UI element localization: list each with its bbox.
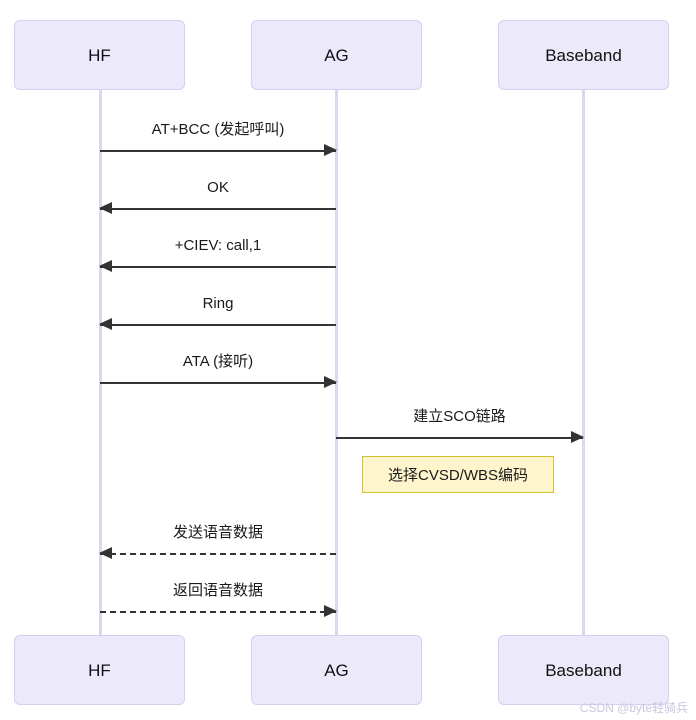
lifeline-hf — [99, 90, 102, 635]
arrow-head-right-icon — [324, 605, 337, 617]
message-line-at-bcc — [100, 150, 336, 152]
participant-label-hf-top: HF — [88, 45, 111, 65]
note-codec-selection[interactable]: 选择CVSD/WBS编码 — [362, 456, 554, 493]
message-line-ring — [100, 324, 336, 326]
participant-box-ag-bottom[interactable]: AG — [251, 635, 422, 705]
watermark: CSDN @byte轻骑兵 — [579, 701, 688, 715]
message-line-ok — [100, 208, 336, 210]
message-send-voice-data[interactable]: 发送语音数据 — [99, 522, 336, 566]
lifeline-baseband — [582, 90, 585, 635]
arrow-head-right-icon — [571, 431, 584, 443]
message-line-return-voice-data — [100, 611, 336, 613]
arrow-head-left-icon — [99, 547, 112, 559]
message-label-send-voice-data: 发送语音数据 — [172, 524, 263, 541]
message-at-bcc[interactable]: AT+BCC (发起呼叫) — [100, 119, 337, 163]
participant-label-ag-top: AG — [324, 45, 349, 65]
arrow-head-left-icon — [99, 318, 112, 330]
message-establish-sco[interactable]: 建立SCO链路 — [336, 406, 584, 450]
message-line-ciev-call — [100, 266, 336, 268]
participant-label-ag-bottom: AG — [324, 660, 349, 680]
message-line-establish-sco — [336, 437, 583, 439]
message-line-ata — [100, 382, 336, 384]
note-label-codec-selection: 选择CVSD/WBS编码 — [387, 467, 528, 484]
message-label-establish-sco: 建立SCO链路 — [413, 408, 506, 425]
message-return-voice-data[interactable]: 返回语音数据 — [100, 580, 337, 624]
arrow-head-right-icon — [324, 144, 337, 156]
participant-label-hf-bottom: HF — [88, 660, 111, 680]
message-label-ciev-call: +CIEV: call,1 — [174, 237, 262, 254]
message-label-at-bcc: AT+BCC (发起呼叫) — [151, 121, 285, 138]
participant-box-baseband-top[interactable]: Baseband — [498, 20, 669, 90]
message-ata[interactable]: ATA (接听) — [100, 351, 337, 395]
lifeline-ag — [335, 90, 338, 635]
message-ok[interactable]: OK — [99, 177, 336, 221]
arrow-head-left-icon — [99, 202, 112, 214]
participant-box-hf-top[interactable]: HF — [14, 20, 185, 90]
arrow-head-left-icon — [99, 260, 112, 272]
message-line-send-voice-data — [100, 553, 336, 555]
participant-label-baseband-bottom: Baseband — [545, 660, 622, 680]
message-label-return-voice-data: 返回语音数据 — [172, 582, 263, 599]
participant-box-hf-bottom[interactable]: HF — [14, 635, 185, 705]
participant-label-baseband-top: Baseband — [545, 45, 622, 65]
message-label-ring: Ring — [202, 295, 234, 312]
message-ciev-call[interactable]: +CIEV: call,1 — [99, 235, 336, 279]
arrow-head-right-icon — [324, 376, 337, 388]
participant-box-baseband-bottom[interactable]: Baseband — [498, 635, 669, 705]
message-ring[interactable]: Ring — [99, 293, 336, 337]
message-label-ata: ATA (接听) — [182, 353, 254, 370]
message-label-ok: OK — [207, 179, 229, 196]
participant-box-ag-top[interactable]: AG — [251, 20, 422, 90]
